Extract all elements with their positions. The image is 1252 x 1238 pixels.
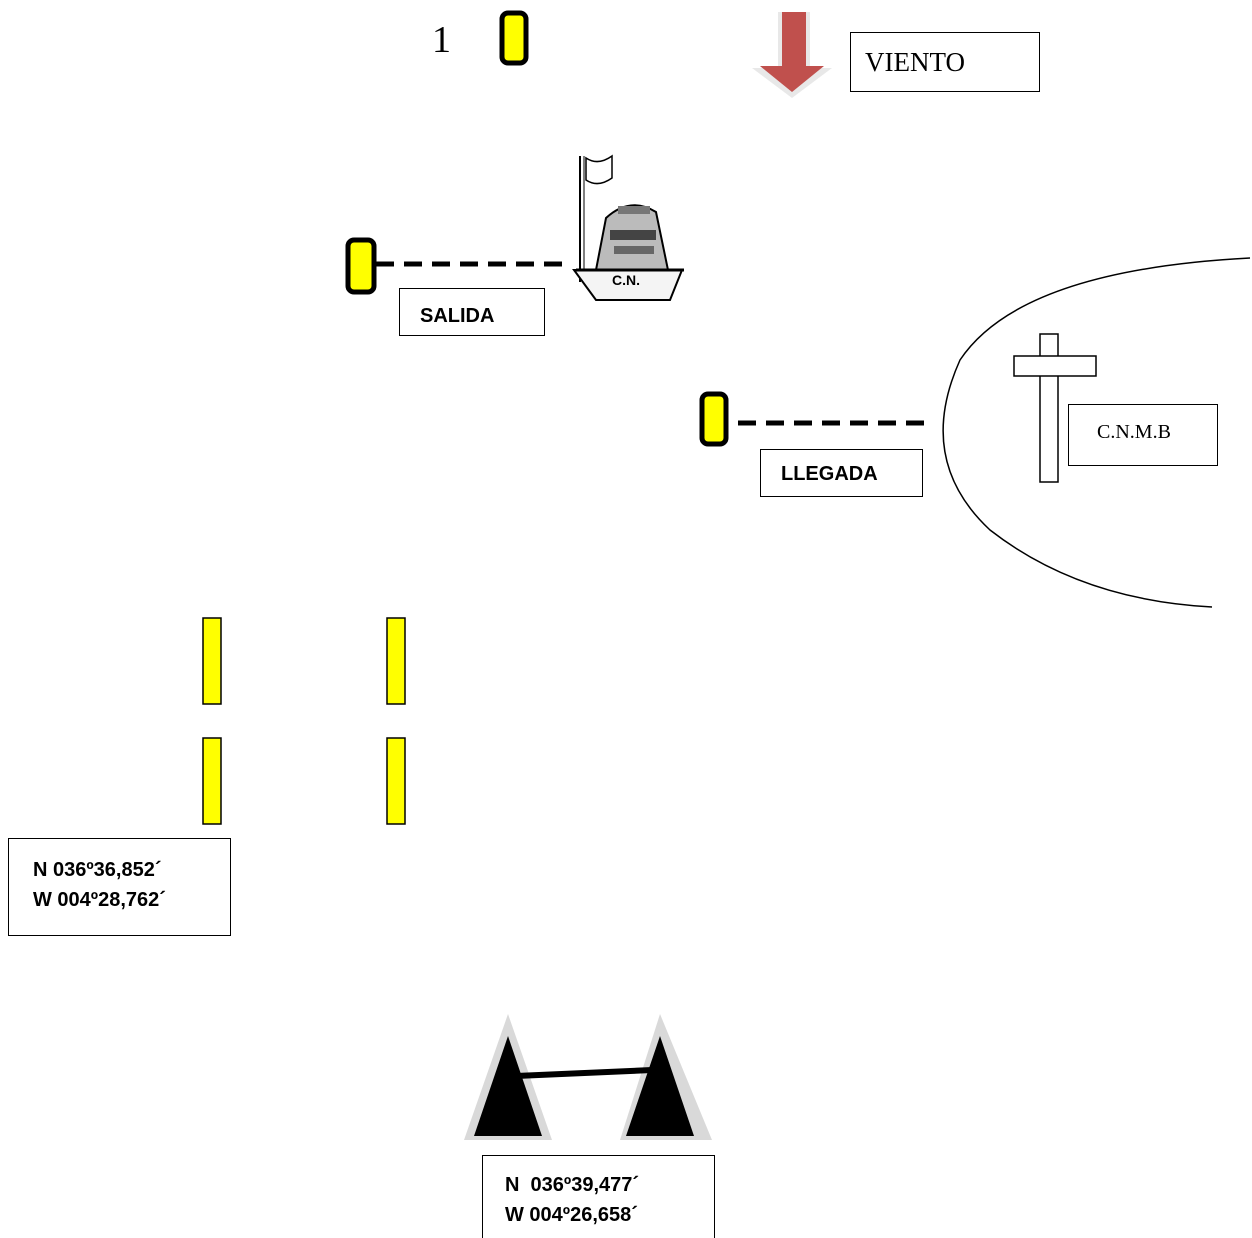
harbour-entrance-icon bbox=[464, 1014, 712, 1140]
entrance-latitude: N 036º39,477´ bbox=[505, 1174, 640, 1196]
entrance-coordinates-box: N 036º39,477´ W 004º26,658´ bbox=[482, 1155, 715, 1238]
harbour-outline bbox=[942, 257, 1251, 608]
gate-buoy-right-top bbox=[386, 617, 406, 705]
gate-buoy-left-bottom bbox=[202, 737, 222, 825]
start-buoy bbox=[345, 237, 377, 295]
wind-label: VIENTO bbox=[850, 32, 1040, 92]
wind-arrow-icon bbox=[752, 12, 832, 98]
mark-1-buoy bbox=[499, 10, 529, 66]
gate-buoy-left-top bbox=[202, 617, 222, 705]
gate-latitude: N 036º36,852´ bbox=[33, 859, 162, 881]
finish-buoy bbox=[699, 391, 729, 447]
wind-label-text: VIENTO bbox=[865, 47, 965, 77]
start-label-text: SALIDA bbox=[420, 305, 495, 327]
committee-boat-hull-text: C.N. bbox=[612, 272, 640, 288]
gate-longitude: W 004º28,762´ bbox=[33, 889, 166, 911]
club-cross-icon bbox=[1013, 333, 1097, 483]
entrance-longitude: W 004º26,658´ bbox=[505, 1204, 638, 1226]
finish-label-text: LLEGADA bbox=[781, 463, 878, 485]
mark-1-number: 1 bbox=[432, 19, 451, 61]
gate-buoy-right-bottom bbox=[386, 737, 406, 825]
club-label: C.N.M.B bbox=[1068, 404, 1218, 466]
start-label: SALIDA bbox=[399, 288, 545, 336]
finish-label: LLEGADA bbox=[760, 449, 923, 497]
club-label-text: C.N.M.B bbox=[1097, 421, 1171, 443]
committee-boat-icon bbox=[572, 154, 684, 301]
gate-coordinates-box: N 036º36,852´ W 004º28,762´ bbox=[8, 838, 231, 936]
